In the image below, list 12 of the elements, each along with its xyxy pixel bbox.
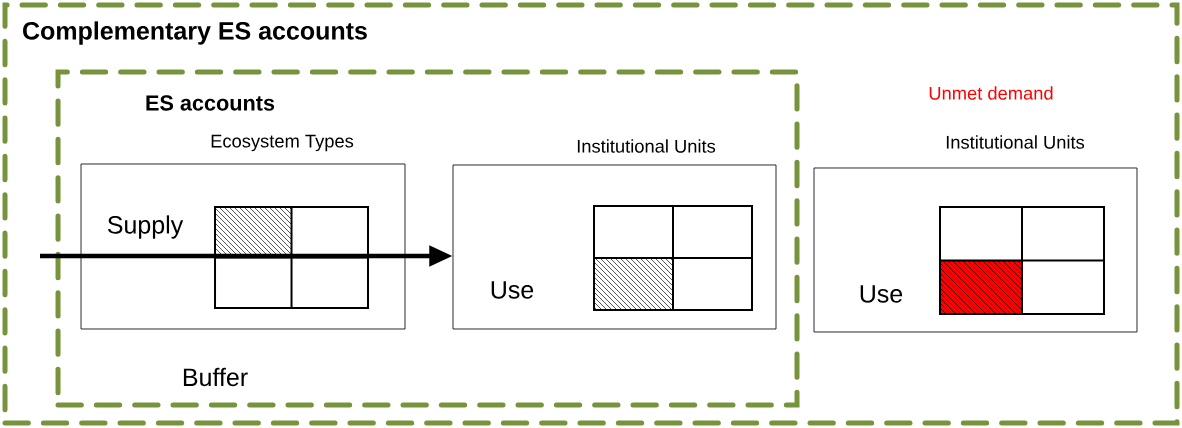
column-heading: Institutional Units	[946, 135, 1085, 149]
box-label: Buffer	[183, 367, 248, 387]
heading: ES accounts	[146, 95, 275, 111]
table-box	[452, 164, 777, 330]
row-label: Use	[491, 281, 534, 299]
row-label: Supply	[107, 215, 184, 239]
row-label: Use	[860, 285, 903, 303]
heading: Complementary ES accounts	[23, 21, 367, 45]
column-heading: Institutional Units	[577, 139, 716, 153]
table-box	[80, 163, 406, 330]
note-label: Unmet demand	[929, 86, 1053, 100]
column-heading: Ecosystem Types	[211, 134, 354, 152]
